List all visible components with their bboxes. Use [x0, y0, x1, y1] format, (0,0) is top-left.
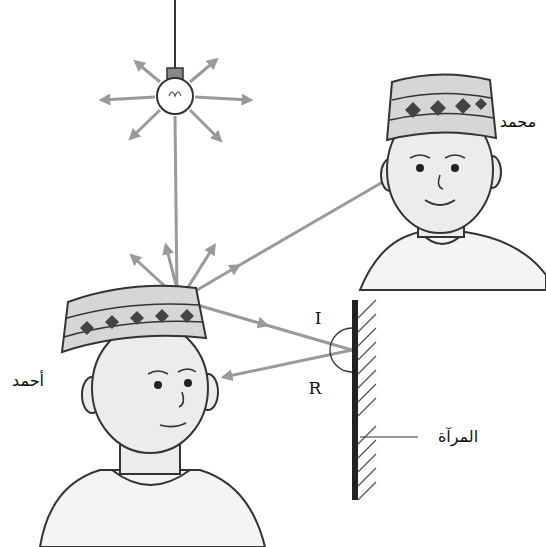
- part-name: المرآة: [438, 427, 478, 446]
- light-bulb: [157, 0, 193, 114]
- boy-figure: [40, 286, 265, 547]
- person-name: محمد: [500, 112, 537, 131]
- leader-line: [360, 436, 418, 437]
- person-name: أحمد: [12, 371, 44, 390]
- angle-label: I: [315, 308, 322, 328]
- mirror: [330, 300, 418, 500]
- boy-figure: [360, 74, 546, 290]
- angle-label: R: [309, 378, 322, 398]
